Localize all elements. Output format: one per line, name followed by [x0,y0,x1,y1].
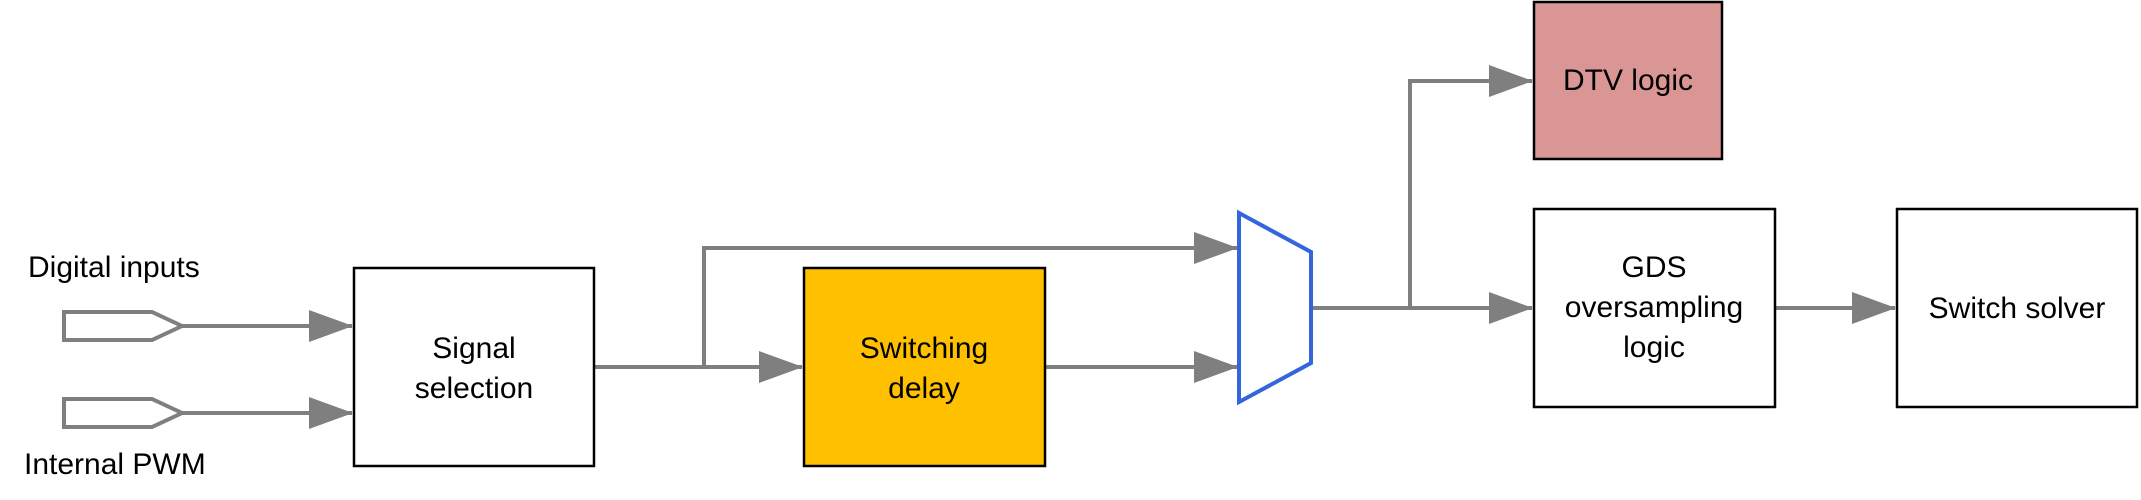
switching-delay-block [802,266,1047,468]
mux-to-dtv-arrow [1408,65,1533,308]
signal-selection-block [352,266,596,468]
switching-delay-label-line2: delay [888,372,960,405]
bypass-path-arrow [702,232,1238,367]
switch-solver-label: Switch solver [1929,292,2106,325]
signal-selection-label-line1: Signal [432,332,515,365]
dtv-logic-block [1532,0,1724,161]
signal-selection-label-line2: selection [415,372,533,405]
multiplexer [1237,209,1313,406]
gds-oversampling-block [1532,207,1777,409]
digital-inputs-label: Digital inputs [28,251,200,284]
switching-delay-label-line1: Switching [860,332,988,365]
internal-pwm-label: Internal PWM [24,448,206,481]
gds-label-line2: oversampling [1565,291,1743,324]
gds-label-line1: GDS [1621,251,1686,284]
switch-solver-block [1895,207,2139,409]
pwm-input-port [62,397,187,429]
dtv-logic-label: DTV logic [1563,64,1693,97]
digital-input-port [62,310,187,342]
gds-label-line3: logic [1623,331,1685,364]
